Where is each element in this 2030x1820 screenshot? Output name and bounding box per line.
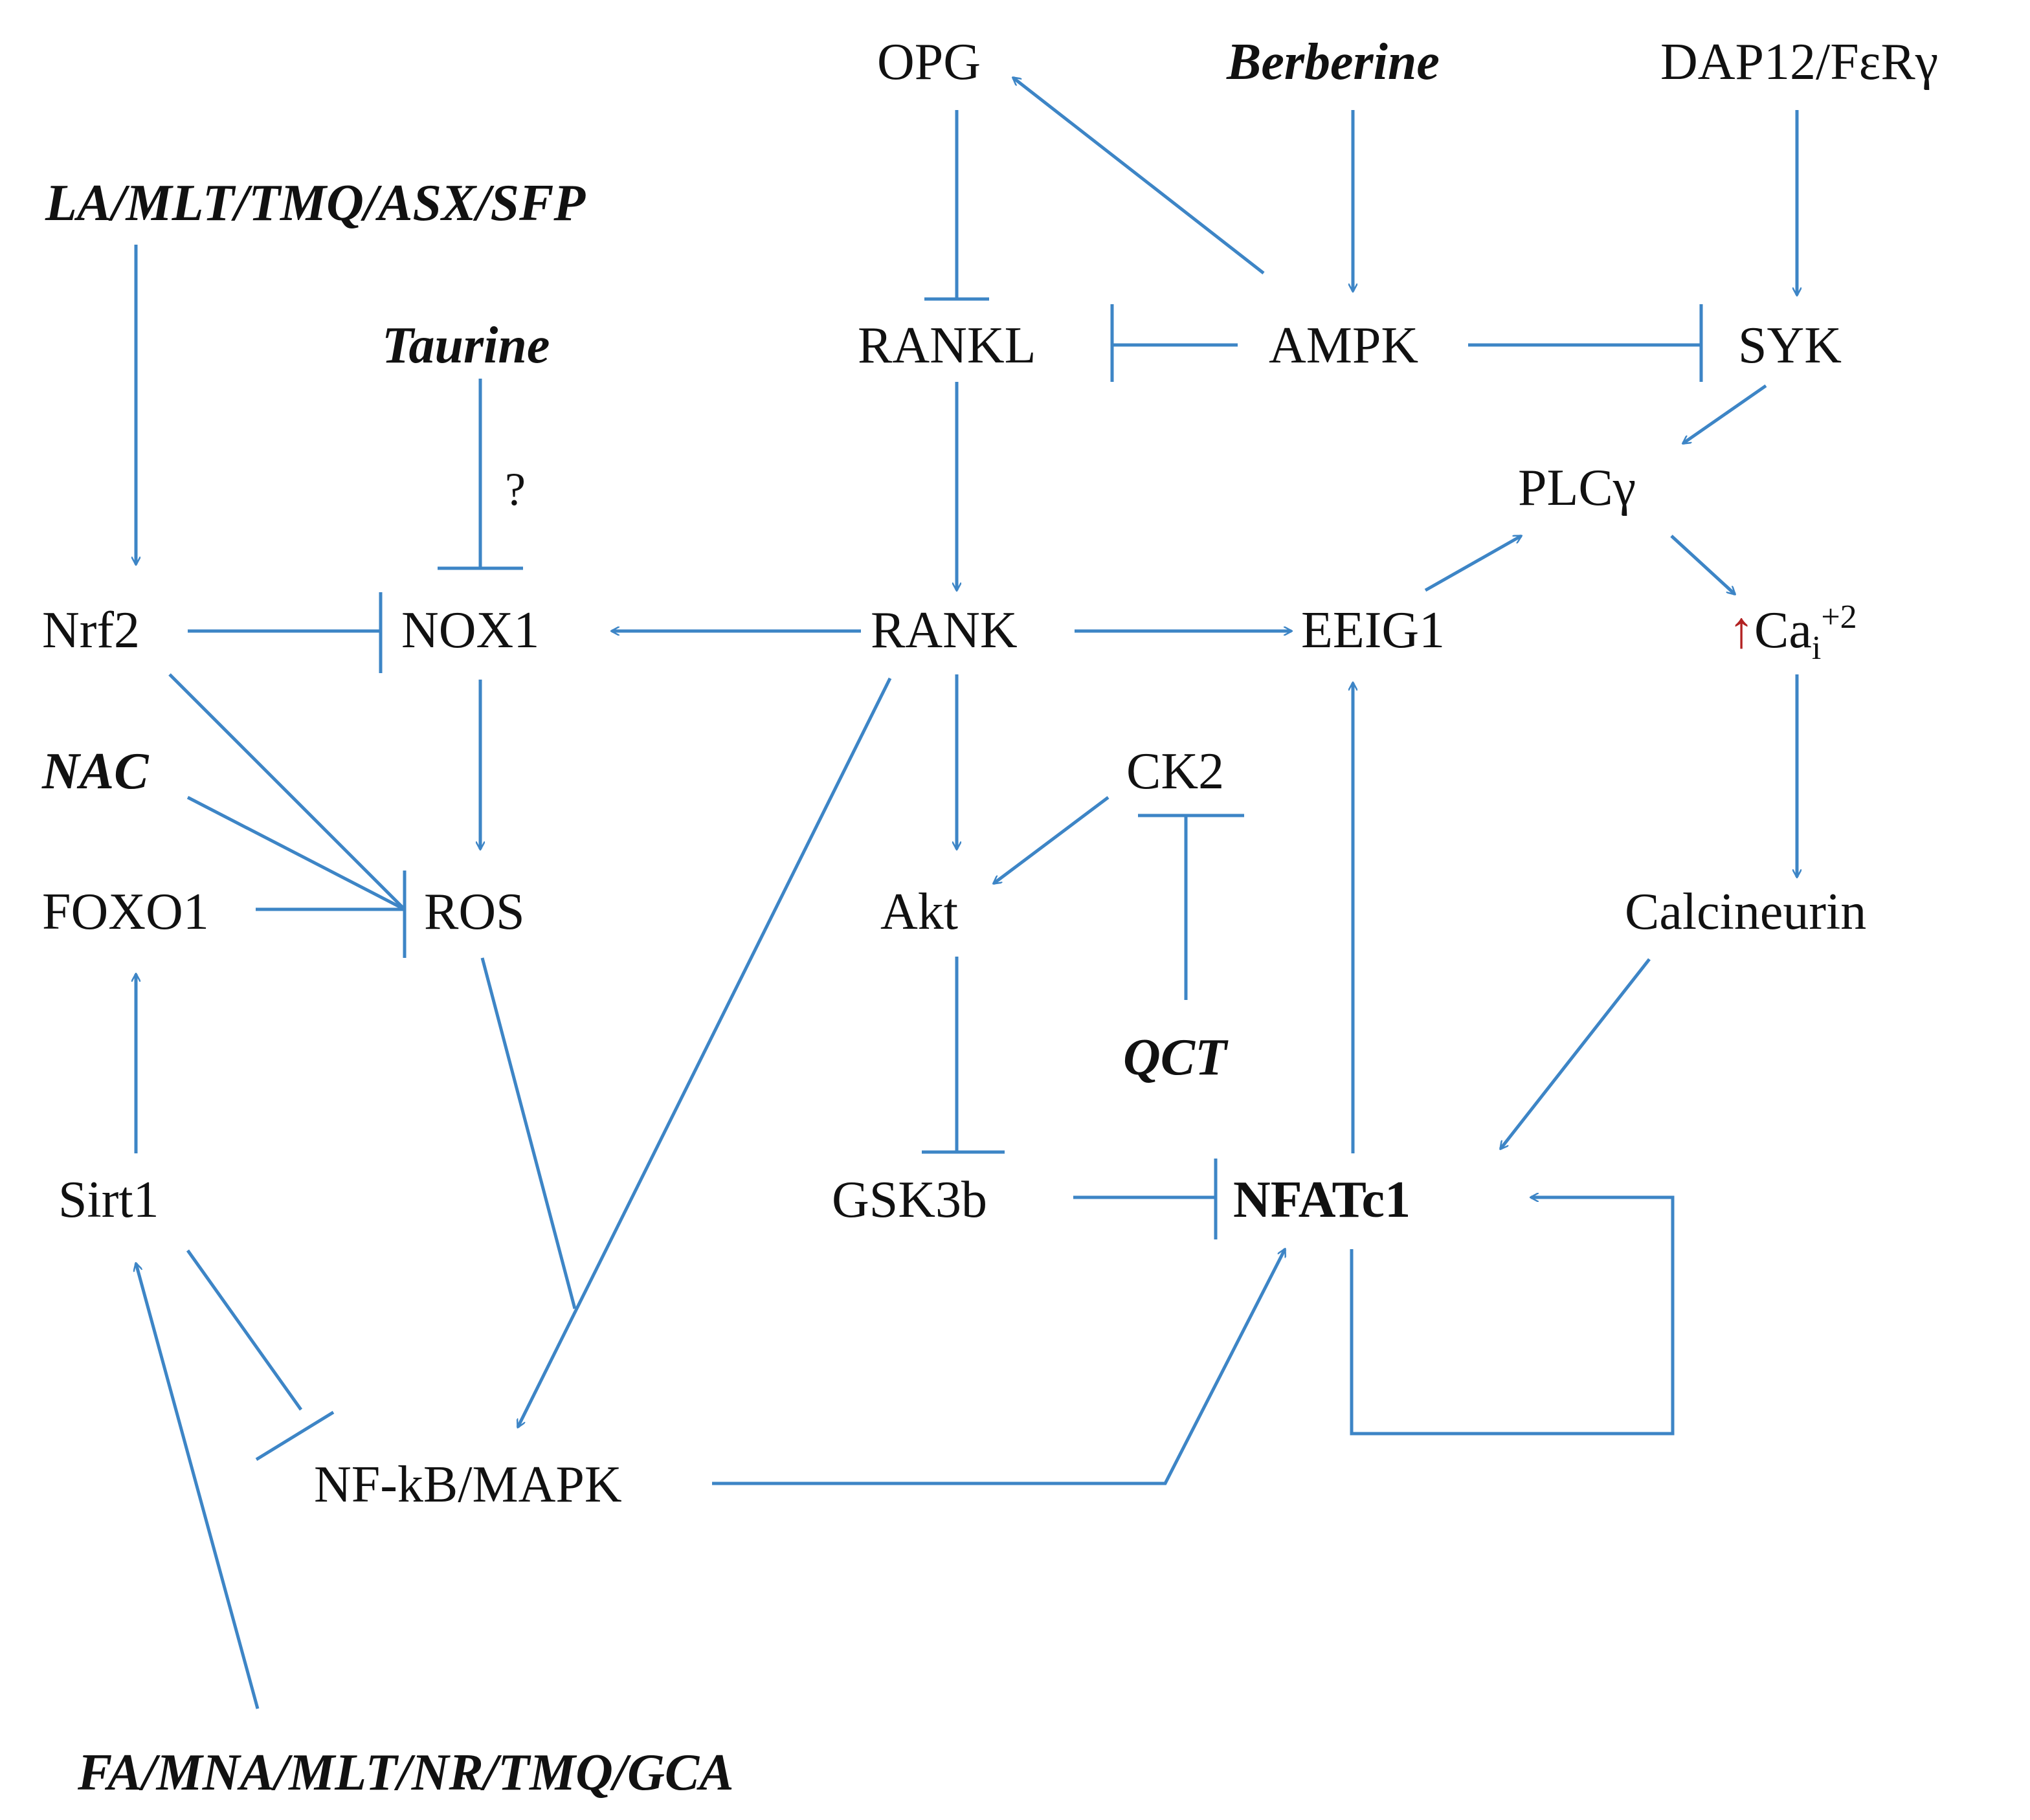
edge-rank-activates-nfkb (516, 677, 892, 1427)
node-opg: OPG (877, 34, 981, 91)
edge-nfkb-activates-nfatc1 (712, 1249, 1287, 1485)
node-ca: ↑Cai+2 (1728, 599, 1857, 667)
edge-nfatc1-self-loop (1350, 1197, 1675, 1436)
edge-ros-to-nfkb (480, 957, 577, 1309)
edge-eeig1-activates-plcg (1424, 534, 1521, 592)
node-nac: NAC (41, 743, 150, 800)
node-eeig1: EEIG1 (1301, 602, 1445, 659)
edges (136, 78, 1797, 1709)
ca-superscript: +2 (1821, 599, 1857, 636)
node-akt: Akt (880, 883, 958, 940)
node-dap12: DAP12/FεRγ (1660, 34, 1938, 91)
node-taurine: Taurine (382, 317, 550, 374)
node-qct: QCT (1123, 1029, 1229, 1086)
node-foxo1: FOXO1 (42, 883, 209, 940)
ca-up-arrow-icon: ↑ (1728, 602, 1754, 659)
edge-plcg-activates-ca (1670, 535, 1735, 594)
edge-nrf2-inhibits-ros (168, 673, 406, 911)
node-nox1: NOX1 (401, 602, 539, 659)
node-ampk: AMPK (1269, 317, 1418, 374)
node-syk: SYK (1738, 317, 1842, 374)
node-sirt1: Sirt1 (58, 1171, 159, 1228)
edge-syk-activates-plcg (1683, 384, 1767, 443)
ca-subscript: i (1812, 630, 1821, 667)
inhibit-bar-sirt1-nfkb (255, 1410, 335, 1461)
node-calcineurin: Calcineurin (1625, 883, 1866, 940)
node-ros: ROS (424, 883, 525, 940)
node-plcg: PLCγ (1518, 460, 1636, 516)
node-berberine: Berberine (1226, 34, 1440, 91)
edge-ck2-activates-akt (994, 796, 1110, 883)
question-mark: ? (505, 463, 526, 515)
node-rank: RANK (871, 602, 1018, 659)
node-la-group: LA/MLT/TMQ/ASX/SFP (45, 175, 586, 232)
node-nfkb-mapk: NF-kB/MAPK (314, 1456, 622, 1513)
ca-label: Ca (1754, 602, 1812, 659)
node-gsk3b: GSK3b (832, 1171, 987, 1228)
edge-nac-inhibits-ros (186, 795, 406, 911)
node-fa-group: FA/MNA/MLT/NR/TMQ/GCA (77, 1744, 734, 1801)
edge-ampk-activates-opg (1013, 78, 1265, 274)
node-ck2: CK2 (1126, 743, 1224, 800)
node-rankl: RANKL (858, 317, 1036, 374)
node-nfatc1: NFATc1 (1233, 1171, 1411, 1228)
edge-calcineurin-activates-nfatc1 (1500, 958, 1651, 1149)
edge-sirt1-inhibits-nfkb (186, 1249, 303, 1411)
node-nrf2: Nrf2 (42, 602, 140, 659)
nodes: OPG Berberine DAP12/FεRγ LA/MLT/TMQ/ASX/… (41, 34, 1938, 1801)
edge-fa-group-activates-sirt1 (136, 1263, 260, 1709)
